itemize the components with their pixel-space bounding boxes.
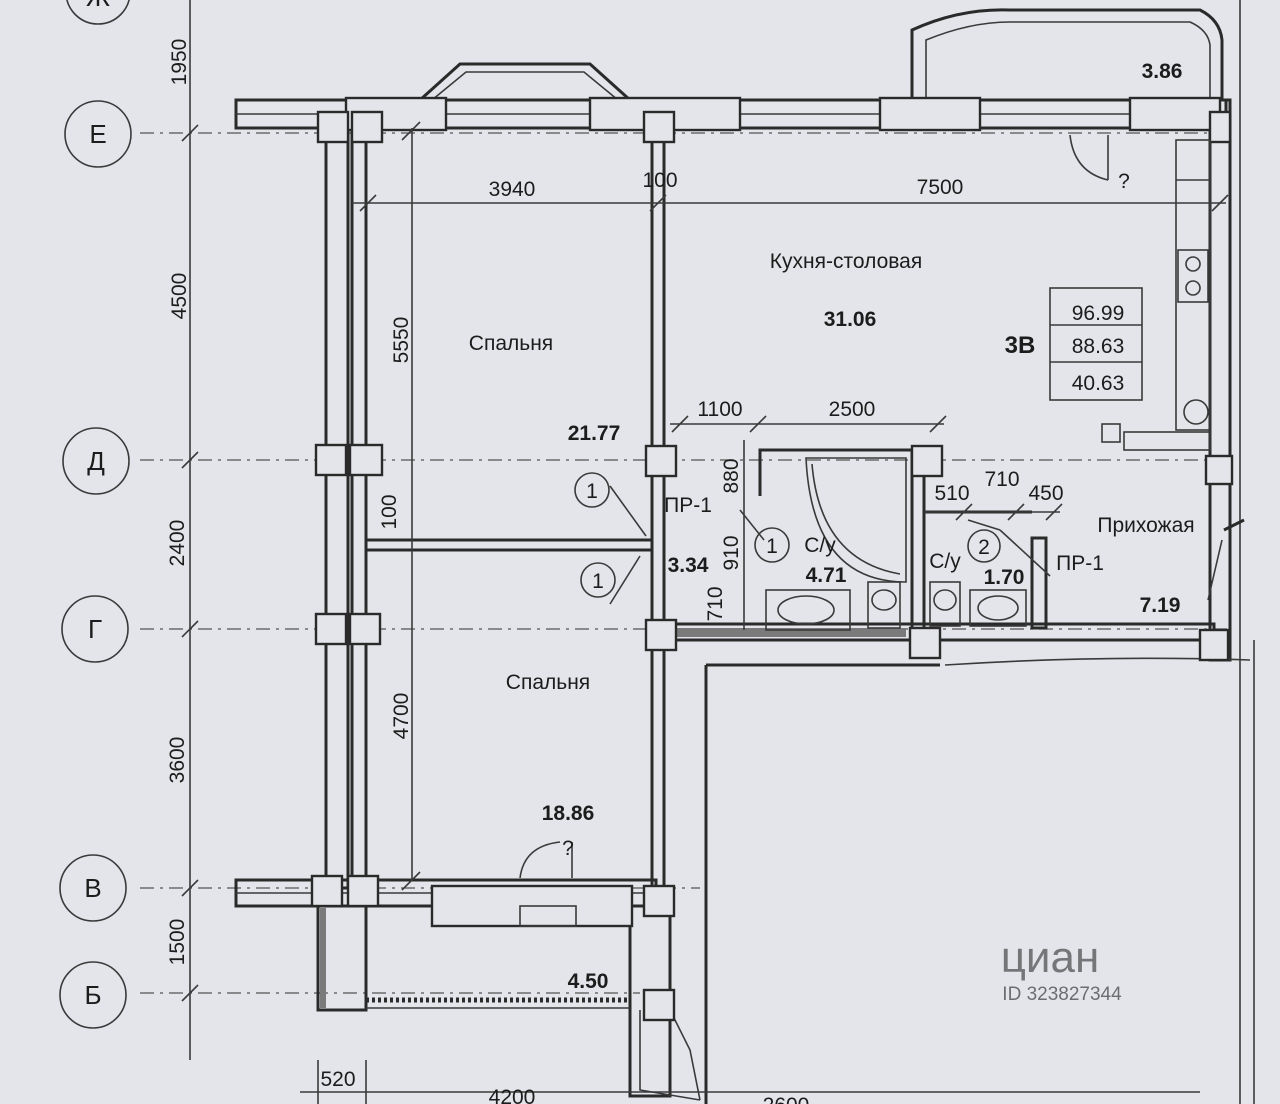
- door-markers: 1 1 ПР-1 1 2 ПР-1 ? ?: [562, 170, 1130, 860]
- balcony-railing: [366, 997, 630, 1009]
- axis-label-b: Б: [84, 980, 101, 1010]
- door-type-pr1-right: ПР-1: [1056, 552, 1104, 575]
- top-bay-window: 3.86: [418, 8, 1224, 102]
- dim-left-2400: 2400: [166, 520, 189, 567]
- dim-1100: 1100: [697, 398, 742, 421]
- top-dimension-line: 3940 100 7500: [352, 121, 1229, 891]
- room-name-bathroom-1: С/у: [804, 534, 836, 557]
- axis-label-v: В: [84, 873, 101, 903]
- bathroom-fixtures: [765, 457, 1027, 631]
- watermark-brand: циан: [1001, 933, 1100, 982]
- watermark: циан ID 323827344: [1001, 933, 1122, 1005]
- dim-top-100: 100: [642, 169, 677, 192]
- question-mark-bedroom: ?: [562, 837, 574, 860]
- room-name-entrance: Прихожая: [1097, 514, 1194, 537]
- room-labels: Кухня-столовая 31.06 Спальня 21.77 Спаль…: [469, 250, 1195, 825]
- dim-710-vertical: 710: [704, 586, 727, 621]
- door-type-pr1-left: ПР-1: [664, 494, 712, 517]
- inner-dimensions: 5550 100 4700 1100 2500 880 910 710 510 …: [378, 317, 1064, 740]
- dim-4700: 4700: [390, 693, 413, 740]
- apartment-area-table: 3В 96.99 88.63 40.63: [1005, 287, 1143, 401]
- dim-bottom-520: 520: [320, 1068, 355, 1091]
- door-swings: [519, 134, 1245, 879]
- area-bedroom-2: 18.86: [542, 802, 595, 825]
- dim-450: 450: [1028, 482, 1063, 505]
- dim-bottom-2600: 2600: [763, 1094, 810, 1104]
- windows-bottom: [430, 884, 634, 928]
- axis-label-d: Д: [87, 446, 105, 476]
- dim-left-4500: 4500: [168, 273, 191, 320]
- dim-left-3600: 3600: [166, 737, 189, 784]
- axis-bubbles: Ж Е Д Г В Б: [59, 0, 132, 1029]
- marker-2-bathroom: 2: [978, 536, 990, 559]
- dim-2500: 2500: [829, 398, 876, 421]
- axis-label-zh: Ж: [86, 0, 110, 12]
- apartment-total-area: 96.99: [1072, 302, 1125, 325]
- room-name-kitchen: Кухня-столовая: [770, 250, 922, 273]
- area-bathroom-1: 4.71: [806, 564, 847, 587]
- kitchen-fittings: [1101, 139, 1211, 451]
- apartment-code: 3В: [1005, 332, 1036, 359]
- question-mark-kitchen: ?: [1118, 170, 1130, 193]
- marker-1-bathroom: 1: [766, 535, 778, 558]
- dim-left-1950: 1950: [168, 39, 191, 86]
- room-name-bathroom-2: С/у: [929, 550, 961, 573]
- marker-1-lower: 1: [592, 570, 604, 593]
- dim-bottom-4200: 4200: [489, 1086, 536, 1104]
- dim-top-7500: 7500: [917, 176, 964, 199]
- area-balcony-bottom: 4.50: [568, 970, 609, 993]
- axis-label-g: Г: [88, 614, 102, 644]
- axis-label-e: Е: [89, 119, 106, 149]
- apartment-living-area-heated: 88.63: [1072, 335, 1125, 358]
- area-entrance: 7.19: [1140, 594, 1181, 617]
- area-kitchen: 31.06: [824, 308, 877, 331]
- watermark-id: ID 323827344: [1002, 984, 1122, 1005]
- dim-510: 510: [934, 482, 969, 505]
- dim-880: 880: [720, 458, 743, 493]
- dim-left-1500: 1500: [166, 919, 189, 966]
- area-bedroom-1: 21.77: [568, 422, 621, 445]
- dim-100-partition: 100: [378, 494, 401, 529]
- room-name-bedroom-2: Спальня: [506, 671, 590, 694]
- area-bathroom-2: 1.70: [984, 566, 1025, 589]
- room-name-bedroom-1: Спальня: [469, 332, 553, 355]
- columns: [310, 110, 1234, 1022]
- bottom-dimensions: 520 4200 2600: [300, 1060, 1200, 1104]
- dim-top-3940: 3940: [489, 178, 536, 201]
- marker-1-upper: 1: [586, 480, 598, 503]
- left-dimension-chain: 1950 4500 2400 3600 1500: [166, 0, 199, 1060]
- area-balcony-top: 3.86: [1142, 60, 1183, 83]
- dim-5550: 5550: [390, 317, 413, 364]
- apartment-living-area: 40.63: [1072, 372, 1125, 395]
- dim-910: 910: [720, 535, 743, 570]
- dim-710: 710: [984, 468, 1019, 491]
- area-hall: 3.34: [668, 554, 709, 577]
- interior-walls: [364, 126, 1216, 890]
